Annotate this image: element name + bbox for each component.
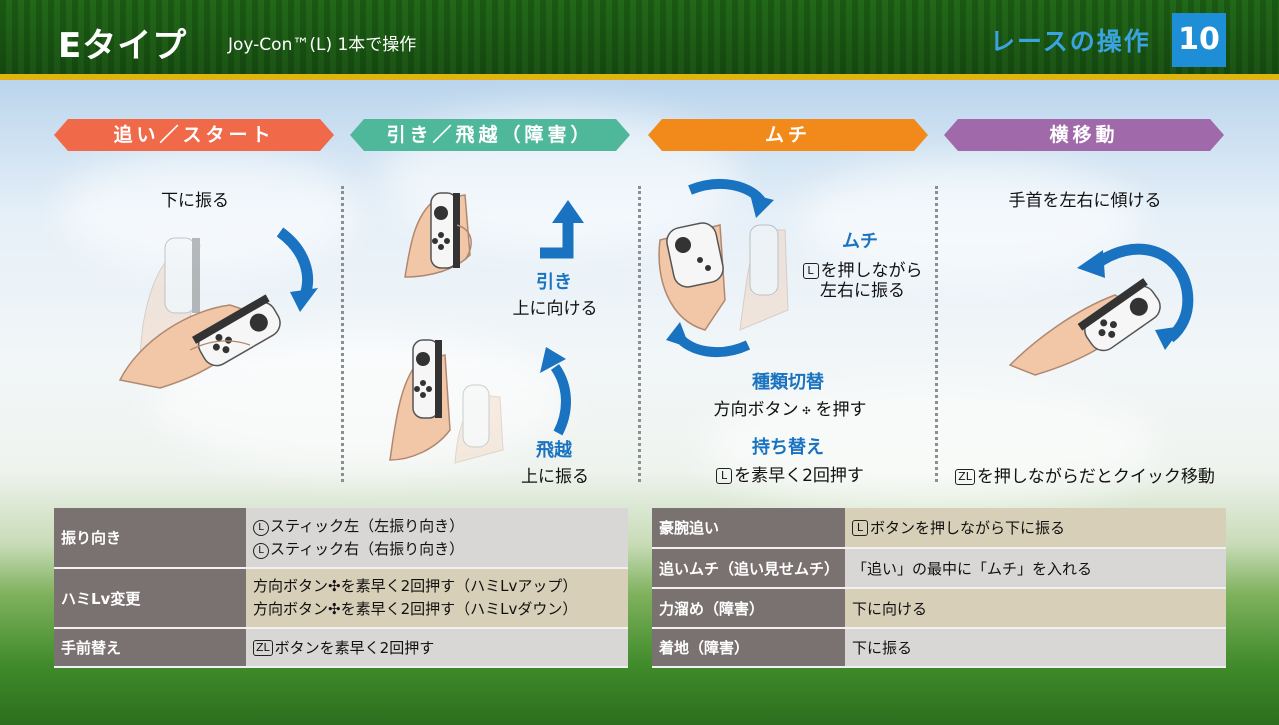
dpad-icon: ✣ xyxy=(802,406,811,417)
l-stick-icon: L xyxy=(253,519,269,536)
row-value-hami: 方向ボタン✣を素早く2回押す（ハミLvアップ） 方向ボタン✣を素早く2回押す（ハ… xyxy=(246,568,628,629)
zl-button-icon: ZL xyxy=(253,640,273,656)
row-head-chikaradame: 力溜め（障害） xyxy=(652,588,845,629)
row-head-furimuki: 振り向き xyxy=(54,508,246,569)
whip-title: ムチ xyxy=(842,231,878,252)
pull-description: 上に向ける xyxy=(512,299,598,319)
table-row: 追いムチ（追い見せムチ） 「追い」の最中に「ムチ」を入れる xyxy=(652,548,1226,589)
chapter-title: レースの操作 xyxy=(990,27,1151,56)
switch-description: 方向ボタン✣を押す xyxy=(713,400,867,420)
hand-joycon-whip-illustration xyxy=(658,179,789,358)
hand-joycon-tilt-up-illustration xyxy=(404,192,472,278)
oi-instruction: 下に振る xyxy=(161,191,229,211)
dpad-right-icon: ✣ xyxy=(328,577,341,595)
banner-muchi: ムチ xyxy=(648,119,928,151)
pull-title: 引き xyxy=(536,272,572,293)
zl-button-icon: ZL xyxy=(955,469,975,485)
cloud xyxy=(60,150,360,270)
row-value-chakuchi: 下に振る xyxy=(845,628,1226,668)
row-head-hami: ハミLv変更 xyxy=(54,568,246,629)
row-head-chakuchi: 着地（障害） xyxy=(652,628,845,668)
arrow-curve-up-icon xyxy=(540,347,571,436)
dpad-left-icon: ✣ xyxy=(328,600,341,618)
header-bar: Eタイプ Joy-Con™(L) 1本で操作 レースの操作 10 xyxy=(0,0,1279,80)
switch-title: 種類切替 xyxy=(752,372,824,393)
whip-description-2: 左右に振る xyxy=(820,281,905,301)
hand-joycon-swing-up-illustration xyxy=(389,339,504,464)
table-row: ハミLv変更 方向ボタン✣を素早く2回押す（ハミLvアップ） 方向ボタン✣を素早… xyxy=(54,568,628,629)
table-row: 着地（障害） 下に振る xyxy=(652,628,1226,668)
row-head-gouwan: 豪腕追い xyxy=(652,508,845,549)
section-divider xyxy=(638,186,641,482)
section-divider xyxy=(935,186,938,482)
arrow-up-icon xyxy=(540,200,584,259)
row-head-oimuchi: 追いムチ（追い見せムチ） xyxy=(652,548,845,589)
page-title: Eタイプ xyxy=(58,26,188,66)
cloud xyxy=(800,160,1140,280)
cloud xyxy=(700,380,1160,510)
l-button-icon: L xyxy=(802,263,819,279)
jump-title: 飛越 xyxy=(536,440,572,461)
table-row: 力溜め（障害） 下に向ける xyxy=(652,588,1226,629)
l-button-icon: L xyxy=(852,520,868,536)
l-button-icon: L xyxy=(716,468,733,484)
grip-title: 持ち替え xyxy=(752,437,824,458)
page-number: 10 xyxy=(1172,13,1226,67)
hand-joycon-tilt-side-illustration xyxy=(1008,243,1194,376)
banner-hiki-hietsu: 引き／飛越（障害） xyxy=(350,119,630,151)
banner-oi-start: 追い／スタート xyxy=(54,119,334,151)
jump-description: 上に振る xyxy=(521,467,589,487)
page-subtitle: Joy-Con™(L) 1本で操作 xyxy=(228,35,417,55)
l-stick-icon: L xyxy=(253,542,269,559)
hand-joycon-swing-down-illustration xyxy=(118,227,318,389)
row-head-temaegae: 手前替え xyxy=(54,628,246,668)
section-divider xyxy=(341,186,344,482)
row-value-chikaradame: 下に向ける xyxy=(845,588,1226,629)
banner-yoko-idou: 横移動 xyxy=(944,119,1224,151)
side-instruction: 手首を左右に傾ける xyxy=(1008,191,1162,211)
row-value-oimuchi: 「追い」の最中に「ムチ」を入れる xyxy=(845,548,1226,589)
